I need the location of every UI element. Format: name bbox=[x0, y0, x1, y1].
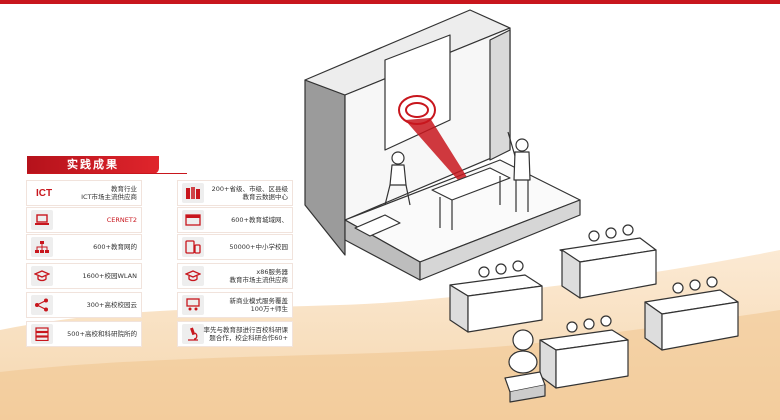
left-item-6: 500+高校和科研院所的 bbox=[27, 322, 141, 346]
graduation-cap-icon bbox=[31, 266, 53, 286]
ict-icon-label: ICT bbox=[35, 187, 53, 199]
classroom-screen-icon bbox=[182, 295, 204, 315]
top-accent-bar bbox=[0, 0, 780, 4]
item-line: 1600+校园WLAN bbox=[82, 272, 138, 280]
item-line: ICT市场主流供应商 bbox=[81, 193, 137, 201]
item-line: 题合作，校企科研合作60+ bbox=[209, 334, 288, 342]
item-line: 500+高校和科研院所的 bbox=[67, 330, 137, 338]
ict-text-icon: ICT bbox=[31, 183, 57, 203]
audience-bench bbox=[644, 276, 739, 351]
item-line: 率先与教育部进行百校科研课 bbox=[203, 326, 289, 334]
audience-bench bbox=[539, 315, 629, 389]
right-item-4: x86服务器教育市场主流供应商 bbox=[178, 264, 292, 288]
share-nodes-icon bbox=[31, 295, 53, 315]
left-item-3: 600+教育网的 bbox=[27, 235, 141, 259]
item-line: 600+教育网的 bbox=[93, 243, 137, 251]
left-item-2: CERNET2 bbox=[27, 208, 141, 232]
title-underline bbox=[27, 173, 187, 174]
item-line: 50000+中小学校园 bbox=[229, 243, 288, 251]
server-rack-icon bbox=[31, 324, 53, 344]
right-item-6: 率先与教育部进行百校科研课题合作，校企科研合作60+ bbox=[178, 322, 292, 346]
right-item-1: 200+省级、市级、区县级教育云数据中心 bbox=[178, 181, 292, 205]
item-line: 600+教育城域网、 bbox=[231, 216, 288, 224]
item-line: x86服务器 bbox=[256, 268, 288, 276]
panel-title: 实践成果 bbox=[27, 156, 159, 174]
item-line: 300+高校校园云 bbox=[86, 301, 137, 309]
books-icon bbox=[182, 183, 204, 203]
laptop-icon bbox=[31, 210, 53, 230]
item-line: 教育市场主流供应商 bbox=[229, 276, 289, 284]
right-item-2: 600+教育城域网、 bbox=[178, 208, 292, 232]
left-item-4: 1600+校园WLAN bbox=[27, 264, 141, 288]
classroom-stage-illustration bbox=[304, 9, 739, 403]
right-item-3: 50000+中小学校园 bbox=[178, 235, 292, 259]
devices-icon bbox=[182, 237, 204, 257]
item-line: CERNET2 bbox=[106, 216, 137, 224]
microscope-icon bbox=[182, 324, 204, 344]
item-line: 新商业模式服务覆盖 bbox=[229, 297, 289, 305]
item-line: 教育行业 bbox=[111, 185, 137, 193]
network-tree-icon bbox=[31, 237, 53, 257]
left-item-5: 300+高校校园云 bbox=[27, 293, 141, 317]
foreground-person bbox=[504, 329, 546, 403]
graduation-cap-icon bbox=[182, 266, 204, 286]
item-line: 200+省级、市级、区县级 bbox=[211, 185, 288, 193]
item-line: 教育云数据中心 bbox=[242, 193, 289, 201]
browser-window-icon bbox=[182, 210, 204, 230]
item-line: 100万+师生 bbox=[250, 305, 288, 313]
audience-bench bbox=[449, 260, 543, 333]
audience-bench bbox=[559, 224, 657, 299]
